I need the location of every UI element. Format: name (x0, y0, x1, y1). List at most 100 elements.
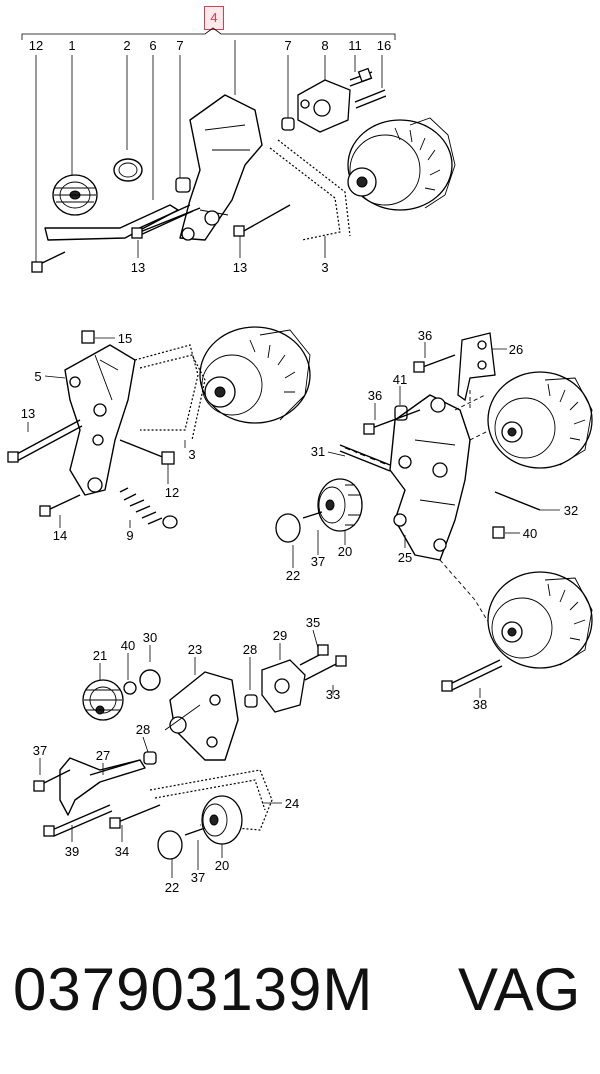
label-6: 6 (149, 38, 156, 53)
label-15: 15 (118, 331, 132, 346)
alternator-right-upper (487, 371, 593, 469)
label-21: 21 (93, 648, 107, 663)
label-13: 13 (131, 260, 145, 275)
label-35: 35 (306, 615, 320, 630)
cap-22 (275, 513, 301, 543)
bolt-16 (354, 89, 387, 109)
nut-15 (81, 330, 95, 344)
label-8: 8 (321, 38, 328, 53)
label-22: 22 (286, 568, 300, 583)
label-12: 12 (29, 38, 43, 53)
cap-22-bottom (157, 830, 183, 860)
label-29: 29 (273, 628, 287, 643)
bracket-23 (169, 671, 239, 761)
bolt-13-left (14, 419, 83, 462)
pulley-21 (82, 679, 124, 721)
bolt-37-bottom (41, 769, 71, 785)
label-37-bottom: 37 (33, 743, 47, 758)
bolt-13a (139, 207, 201, 233)
tensioner-29 (261, 659, 306, 713)
label-22-bottom: 22 (165, 880, 179, 895)
bolt-33 (304, 661, 341, 681)
bolt-38 (449, 659, 503, 691)
label-2: 2 (123, 38, 130, 53)
label-27: 27 (96, 748, 110, 763)
left-assembly: 15 5 13 3 12 14 9 (7, 326, 311, 543)
label-31: 31 (311, 444, 325, 459)
label-38: 38 (473, 697, 487, 712)
bracket-5 (64, 344, 136, 496)
brand-name: VAG (458, 956, 581, 1023)
label-9: 9 (126, 528, 133, 543)
plate-26 (457, 332, 496, 402)
exploded-parts-diagram: 12 1 2 6 7 7 8 11 16 13 13 3 (7, 27, 593, 895)
label-28b: 28 (136, 722, 150, 737)
right-assembly: 36 26 41 36 31 32 40 25 20 22 37 38 (275, 328, 593, 712)
label-1: 1 (68, 38, 75, 53)
label-16: 16 (377, 38, 391, 53)
label-41: 41 (393, 372, 407, 387)
label-20: 20 (338, 544, 352, 559)
label-14: 14 (53, 528, 67, 543)
label-37: 37 (311, 554, 325, 569)
bushing-7 (175, 177, 191, 193)
label-13b: 13 (233, 260, 247, 275)
label-5: 5 (34, 369, 41, 384)
label-23: 23 (188, 642, 202, 657)
idler-pulley-20 (317, 478, 363, 532)
label-7: 7 (176, 38, 183, 53)
label-28: 28 (243, 642, 257, 657)
label-20-bottom: 20 (215, 858, 229, 873)
ring-30 (139, 669, 161, 691)
label-7b: 7 (284, 38, 291, 53)
label-3-left: 3 (188, 447, 195, 462)
idler-pulley-20-bottom (201, 795, 243, 845)
label-11: 11 (348, 38, 362, 53)
bolt-34 (117, 804, 161, 823)
label-13-left: 13 (21, 406, 35, 421)
tensioner-8 (297, 79, 351, 133)
belt-3 (269, 147, 341, 241)
top-assembly: 12 1 2 6 7 7 8 11 16 13 13 3 (21, 27, 456, 275)
callout-4-highlight[interactable]: 4 (204, 6, 224, 30)
label-3: 3 (321, 260, 328, 275)
bolt-12-left (119, 439, 166, 459)
stud-31 (339, 444, 391, 472)
spring-9 (119, 487, 163, 525)
bottom-assembly: 40 30 21 23 28 29 35 33 28 37 27 39 34 2… (33, 615, 347, 895)
alternator-top (347, 117, 456, 211)
alternator-right-lower (487, 571, 593, 669)
bolt-13b (241, 204, 291, 233)
label-33: 33 (326, 687, 340, 702)
label-39: 39 (65, 844, 79, 859)
bracket-25 (389, 394, 471, 561)
circlip-2 (113, 158, 143, 182)
arm-27 (59, 757, 146, 816)
label-40-bottom: 40 (121, 638, 135, 653)
bracket-4 (179, 94, 263, 241)
bushing-7b (281, 117, 295, 131)
nut-40-bottom (123, 681, 137, 695)
label-30: 30 (143, 630, 157, 645)
label-32: 32 (564, 503, 578, 518)
label-36: 36 (418, 328, 432, 343)
bolt-37 (302, 511, 323, 519)
label-26: 26 (509, 342, 523, 357)
bolt-37-lower (184, 827, 206, 836)
bushing-28b (143, 751, 157, 765)
label-40: 40 (523, 526, 537, 541)
nut-40 (492, 526, 505, 539)
label-12-left: 12 (165, 485, 179, 500)
bolt-36a (419, 354, 456, 369)
bolt-39 (51, 804, 113, 837)
bushing-28 (244, 694, 258, 708)
label-25: 25 (398, 550, 412, 565)
belt-3-left (134, 344, 199, 431)
group-4-bracket (21, 27, 396, 40)
part-number: 037903139M (13, 956, 374, 1023)
bolt-32 (494, 491, 541, 511)
label-36b: 36 (368, 388, 382, 403)
tensioner-pulley-1 (52, 174, 98, 216)
alternator-left (199, 326, 311, 424)
label-24: 24 (285, 796, 299, 811)
